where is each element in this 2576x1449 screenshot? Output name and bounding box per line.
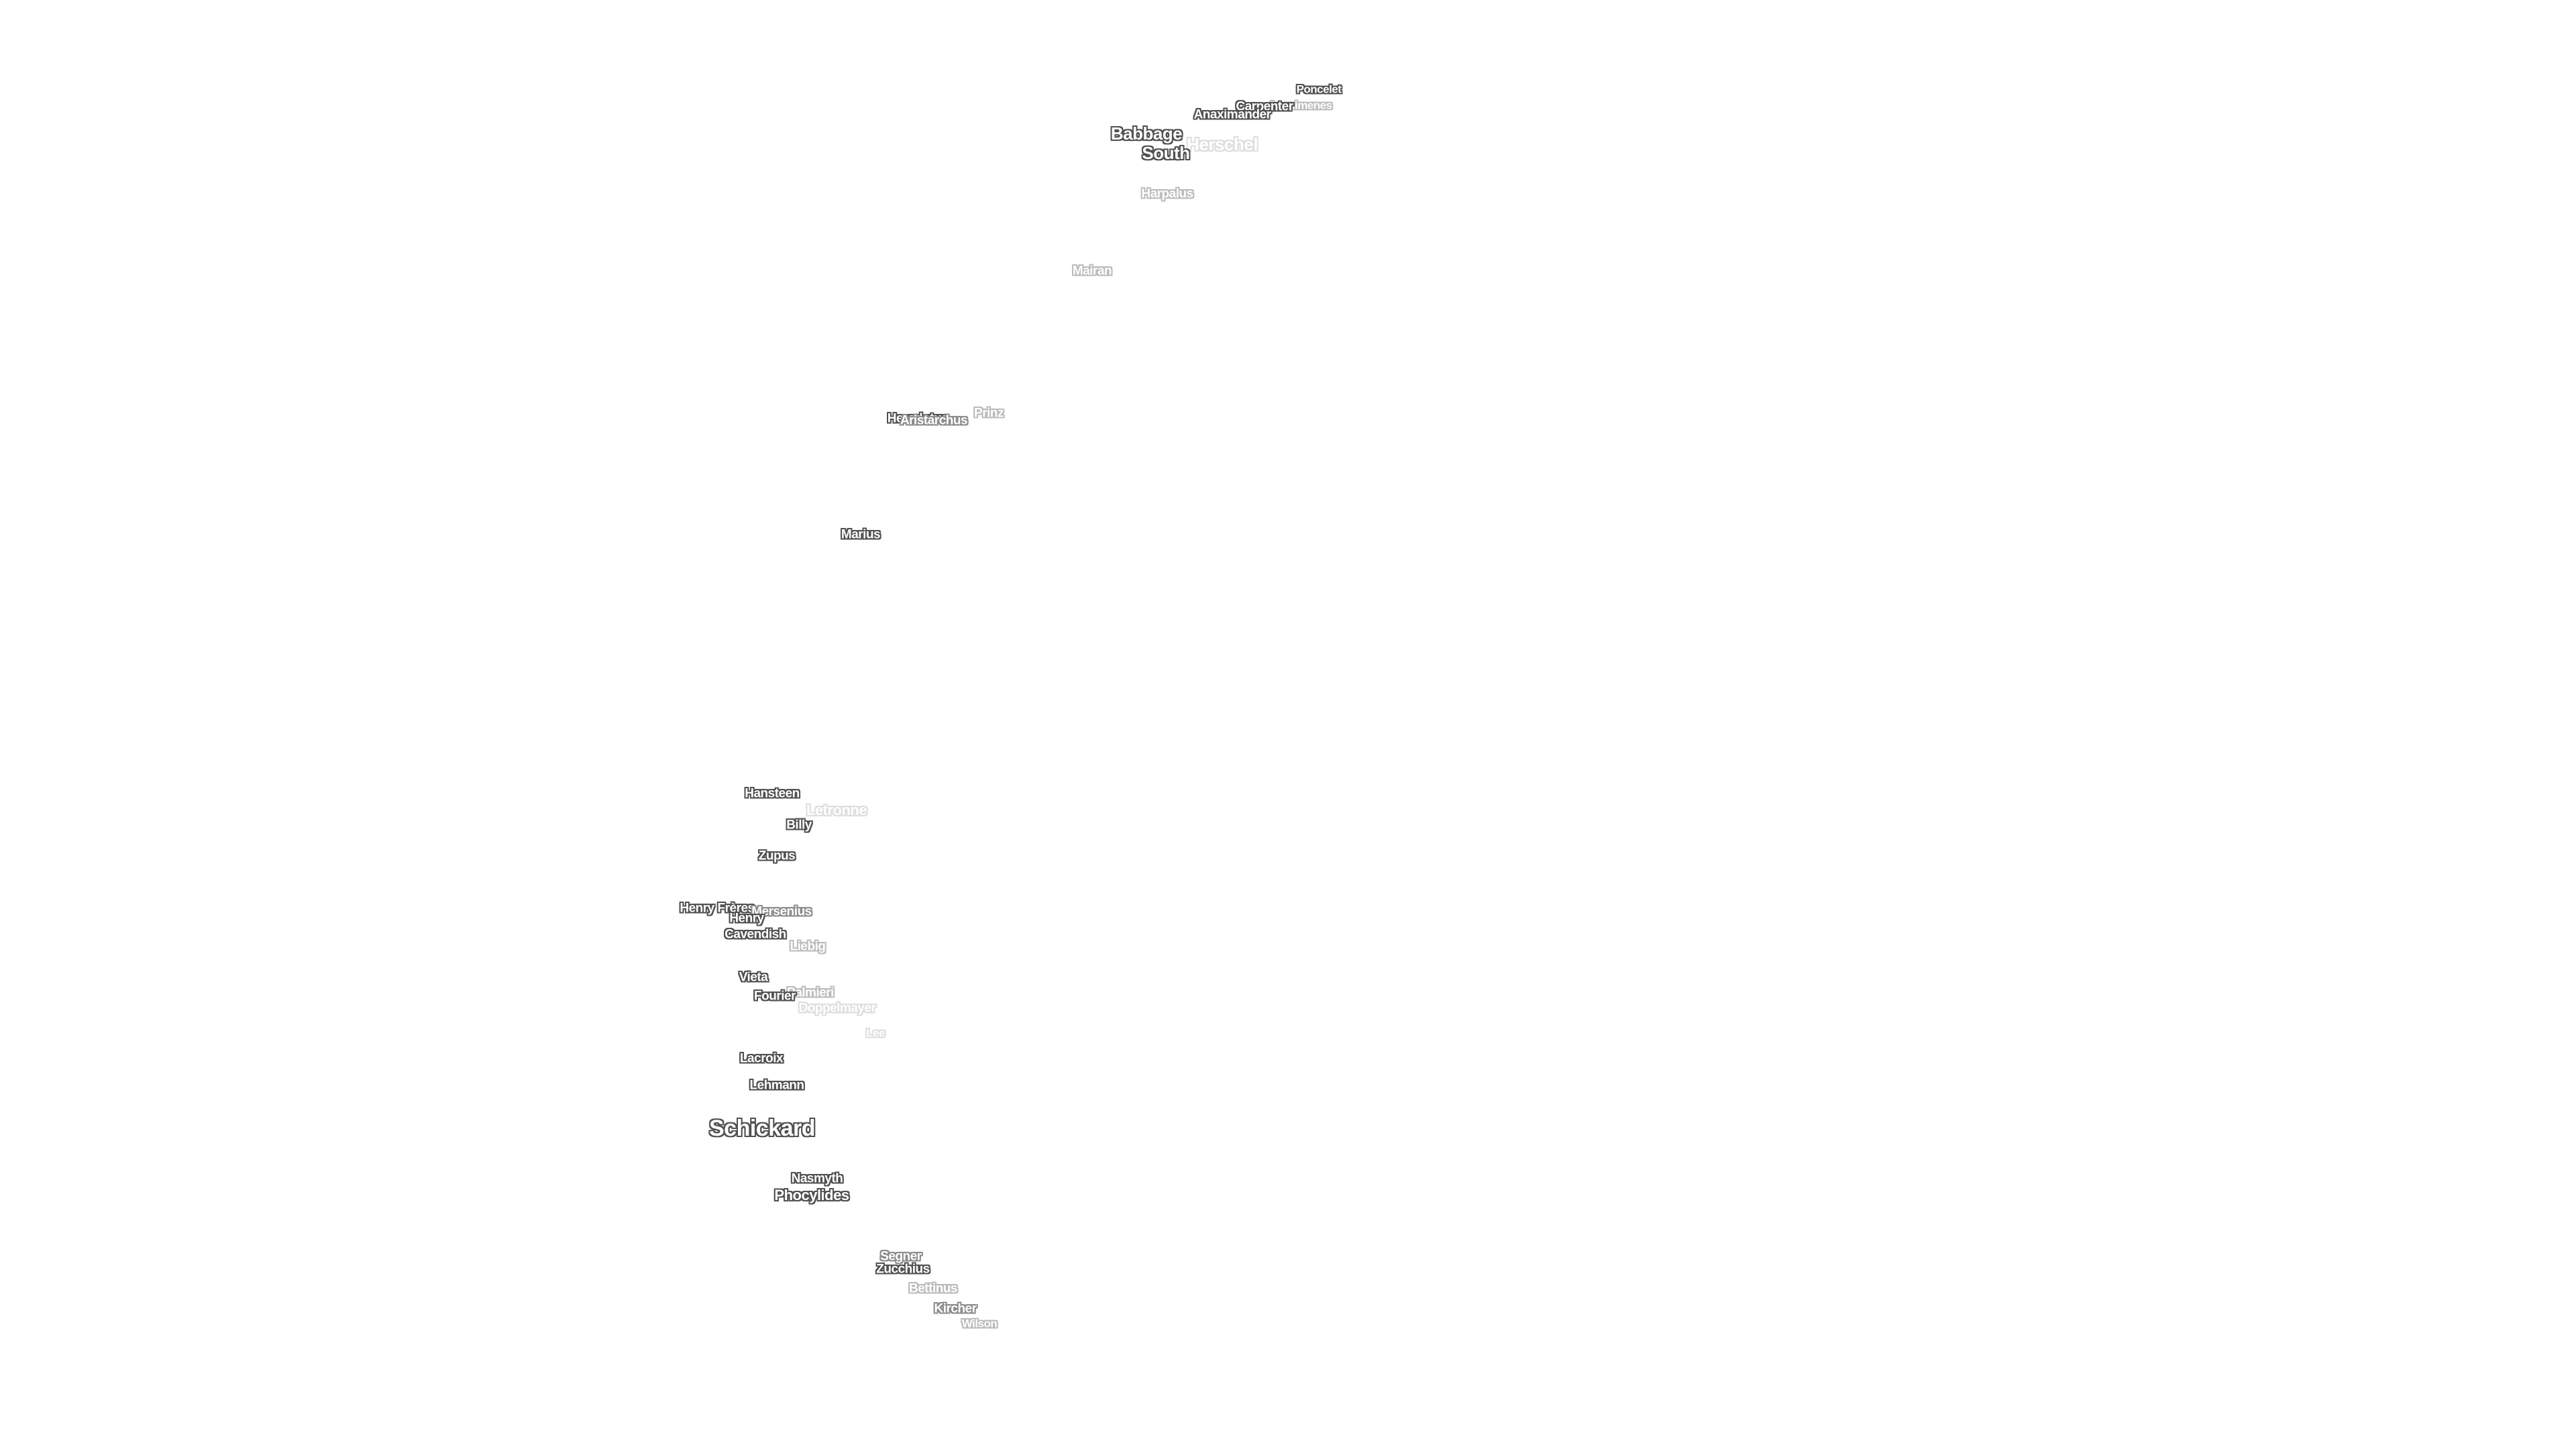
crater-label-hansteen: Hansteen [745, 786, 800, 801]
crater-label-segner: Segner [880, 1249, 922, 1264]
crater-label-herschel: Herschel [1187, 134, 1258, 154]
crater-label-schickard: Schickard [708, 1116, 816, 1141]
crater-label-vieta: Vieta [739, 970, 768, 985]
crater-label-prinz: Prinz [974, 406, 1004, 421]
crater-label-fourier: Fourier [754, 989, 796, 1004]
crater-label-lee: Lee [866, 1026, 885, 1040]
crater-label-wilson: Wilson [961, 1317, 998, 1330]
crater-label-mersenius: Mersenius [751, 904, 812, 919]
crater-label-zucchius: Zucchius [876, 1262, 930, 1277]
crater-label-phocylides: Phocylides [774, 1187, 849, 1203]
crater-label-babbage: Babbage [1110, 123, 1183, 144]
crater-label-doppelmayer: Doppelmayer [798, 1001, 876, 1016]
crater-label-bettinus: Bettinus [909, 1281, 958, 1296]
crater-label-lacroix: Lacroix [739, 1051, 784, 1066]
crater-label-cavendish: Cavendish [724, 927, 786, 942]
crater-label-palmieri: Palmieri [787, 985, 834, 1000]
crater-label-henry: Henry [729, 911, 764, 926]
crater-label-letronne: Letronne [806, 802, 867, 818]
crater-label-billy: Billy [786, 818, 812, 833]
crater-label-south: South [1142, 143, 1190, 163]
crater-label-carpenter: Carpenter [1236, 99, 1293, 114]
crater-label-lehmann: Lehmann [749, 1078, 804, 1093]
crater-label-poncelet: Poncelet [1296, 83, 1342, 96]
crater-label-marius: Marius [841, 527, 881, 542]
crater-label-aristarchus: Aristarchus [900, 413, 968, 428]
crater-label-henry-freres: Henry Frères [680, 901, 755, 916]
crater-label-anaximander: Anaximander [1193, 107, 1271, 122]
crater-label-mairan: Mairan [1072, 264, 1112, 278]
crater-label-herodotus: Herodotus [887, 411, 949, 426]
crater-label-kircher: Kircher [934, 1301, 977, 1316]
crater-label-anaximenes: Anaximenes [1268, 99, 1332, 112]
crater-label-nasmyth: Nasmyth [791, 1171, 843, 1186]
crater-label-zupus: Zupus [758, 849, 796, 863]
crater-label-liebig: Liebig [790, 939, 826, 954]
crater-label-harpalus: Harpalus [1141, 186, 1193, 201]
